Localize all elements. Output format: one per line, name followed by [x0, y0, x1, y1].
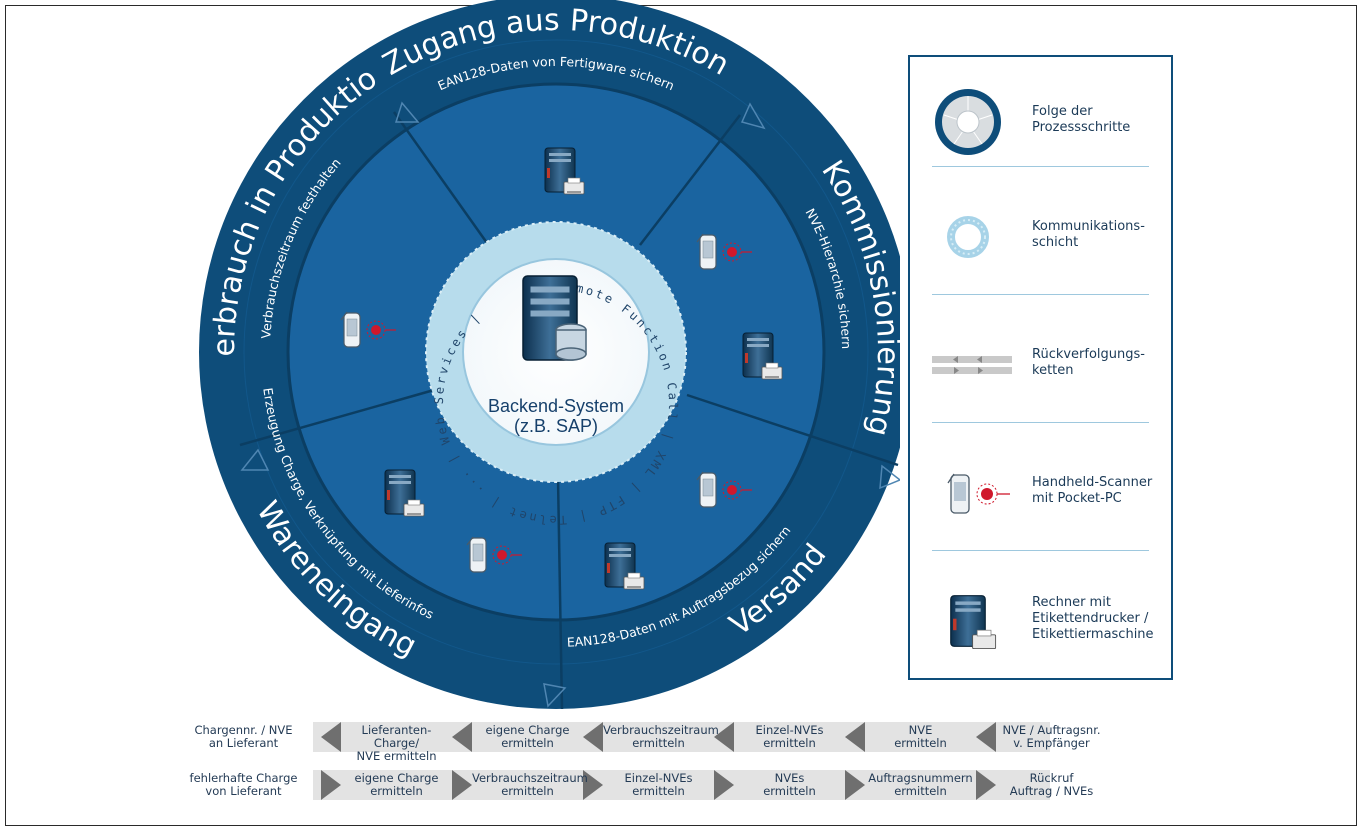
communication-ring-icon — [947, 216, 989, 258]
sector-arrowheads — [240, 101, 900, 708]
legend-label: Kommunikations- schicht — [1032, 218, 1145, 250]
trace-chain-step: eigene Charge ermitteln — [485, 723, 570, 750]
legend-item: Handheld-Scanner mit Pocket-PC — [910, 428, 1171, 553]
legend-label: Handheld-Scanner mit Pocket-PC — [1032, 474, 1153, 506]
process-wheel-icon — [935, 89, 1001, 155]
backend-subtitle: (z.B. SAP) — [514, 416, 598, 436]
trace-chain-step: NVE ermitteln — [894, 723, 947, 750]
trace-chain-step: fehlerhafte Charge von Lieferant — [189, 771, 298, 798]
trace-chain-step: NVE / Auftragsnr. v. Empfänger — [1002, 723, 1101, 750]
legend-divider — [932, 422, 1149, 423]
legend-divider — [932, 166, 1149, 167]
legend-item: Folge der Prozessschritte — [910, 57, 1171, 182]
legend-divider — [932, 550, 1149, 551]
trace-chain-icon — [932, 356, 1012, 374]
trace-chain-step: Rückruf Auftrag / NVEs — [1009, 771, 1094, 798]
process-wheel: Remote Function Call | XML | FTP | Telne… — [199, 0, 900, 710]
backend-title: Backend-System — [488, 396, 624, 416]
trace-chain-step: eigene Charge ermitteln — [354, 771, 439, 798]
trace-chain-step: Einzel-NVEs ermitteln — [755, 723, 824, 750]
trace-chain-step: Einzel-NVEs ermitteln — [624, 771, 693, 798]
trace-chain-step: Chargennr. / NVE an Lieferant — [194, 723, 293, 750]
legend-item: Rückverfolgungs- ketten — [910, 300, 1171, 425]
trace-chain-step: NVEs ermitteln — [763, 771, 816, 798]
legend-divider — [932, 294, 1149, 295]
trace-chain-step: Verbrauchszeitraum ermitteln — [472, 771, 588, 798]
legend-item: Kommunikations- schicht — [910, 172, 1171, 297]
legend-label: Folge der Prozessschritte — [1032, 103, 1131, 135]
diagram-frame — [5, 5, 1357, 826]
legend-label: Rechner mit Etikettendrucker / Etikettie… — [1032, 594, 1154, 642]
sector-separators — [239, 111, 899, 710]
trace-chain-step: Lieferanten-Charge/ NVE ermitteln — [356, 723, 437, 763]
trace-chain-step: Verbrauchszeitraum ermitteln — [603, 723, 719, 750]
backend-server-icon — [522, 275, 587, 361]
legend-label: Rückverfolgungs- ketten — [1032, 346, 1145, 378]
legend: Folge der Prozessschritte Kommunikations… — [908, 55, 1173, 680]
handheld-scanner-icon — [947, 473, 1010, 514]
trace-chain-step: Auftragsnummern ermitteln — [868, 771, 973, 798]
computer-printer-icon — [950, 595, 997, 650]
legend-item: Rechner mit Etikettendrucker / Etikettie… — [910, 556, 1171, 681]
